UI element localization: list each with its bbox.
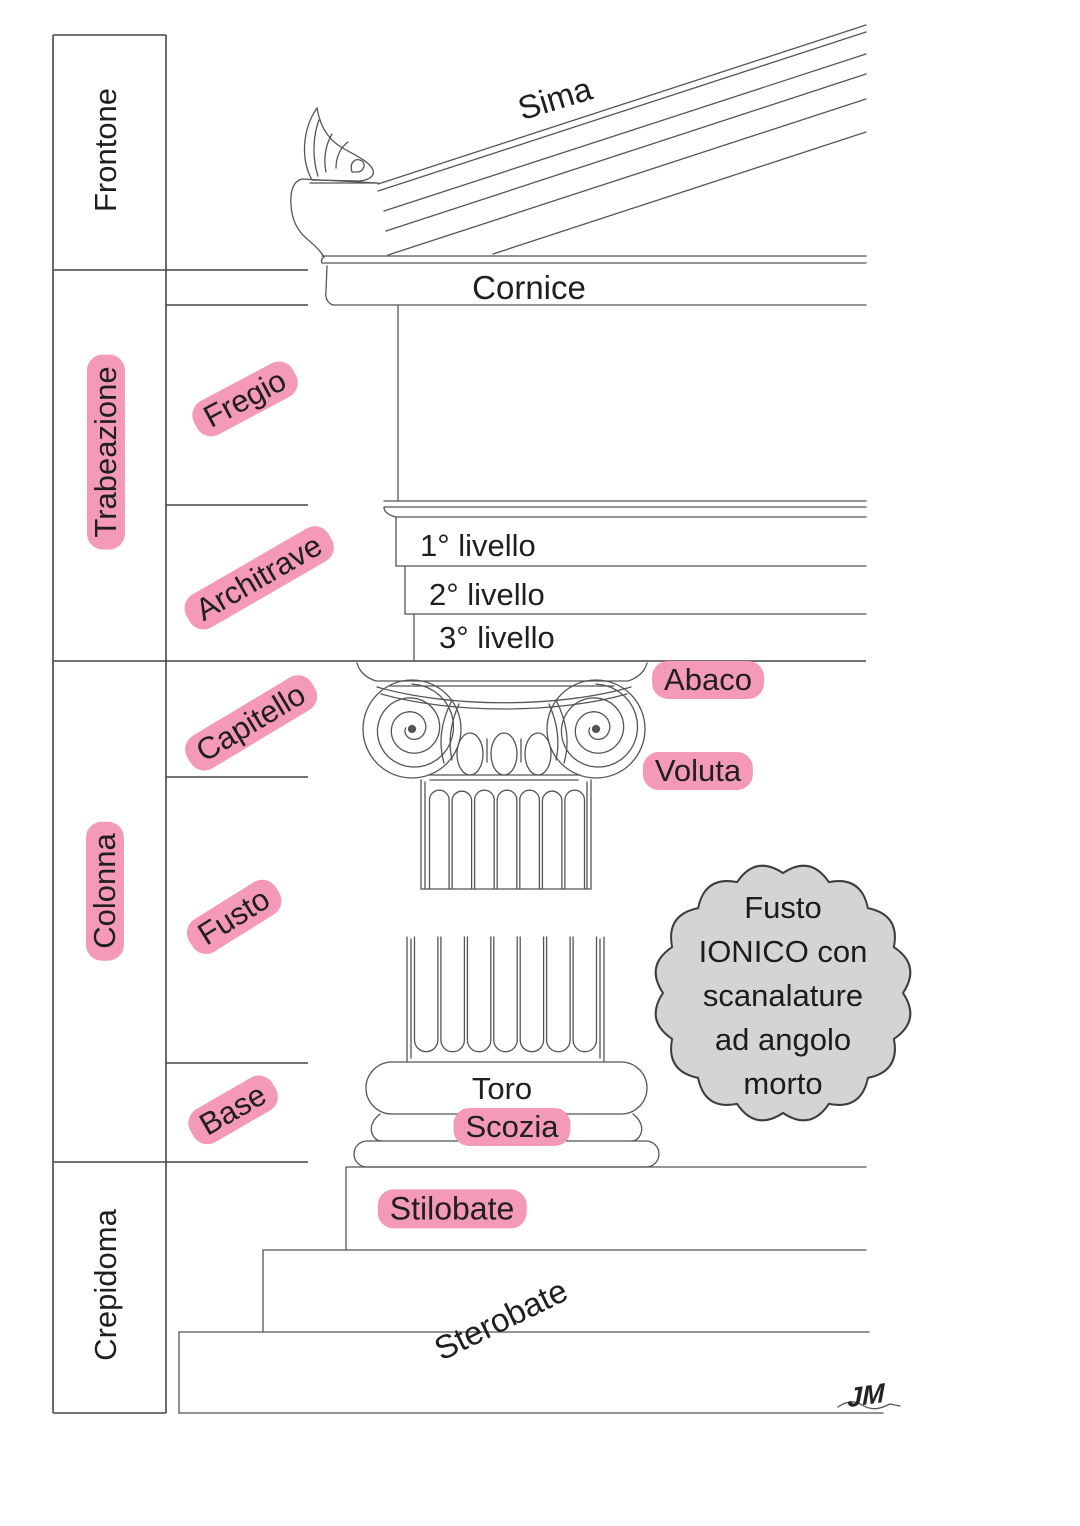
- raking-cornice-end: [290, 178, 379, 258]
- label-frontone: Frontone: [87, 87, 123, 213]
- label-livello-2: 2° livello: [429, 576, 545, 612]
- label-colonna: Colonna: [85, 821, 125, 961]
- badge-line-4: ad angolo: [714, 1022, 852, 1057]
- signature-flourish: [837, 1401, 901, 1410]
- cornice-band: [320, 255, 867, 306]
- architrave-fascias: [395, 516, 867, 661]
- label-voluta: Voluta: [642, 751, 754, 791]
- lower-shaft-flutes: [413, 936, 598, 1053]
- label-trabeazione: Trabeazione: [86, 354, 126, 550]
- upper-shaft-drawing: [420, 779, 592, 890]
- classification-table-lines: [52, 34, 866, 1414]
- volute-left-spiral: [376, 683, 455, 768]
- author-signature: JM: [847, 1377, 885, 1414]
- temple-drawing: [178, 24, 901, 1414]
- label-toro: Toro: [471, 1070, 533, 1106]
- abacus-drawing: [356, 662, 648, 687]
- label-abaco: Abaco: [652, 660, 764, 700]
- badge-line-3: scanalature: [702, 978, 864, 1013]
- architrave-crown: [383, 500, 867, 518]
- label-cornice: Cornice: [472, 268, 586, 306]
- badge-line-5: morto: [743, 1066, 823, 1101]
- label-livello-3: 3° livello: [439, 619, 555, 655]
- upper-shaft-flutes: [428, 789, 586, 890]
- ionic-capital-drawing: [362, 679, 646, 781]
- sima-roof-lines: [377, 24, 867, 256]
- label-stilobate: Stilobate: [377, 1189, 527, 1229]
- volute-right-spiral: [560, 683, 639, 768]
- label-livello-1: 1° livello: [420, 527, 536, 563]
- acroterion-palmette-icon: [303, 106, 375, 182]
- label-crepidoma: Crepidoma: [87, 1209, 123, 1361]
- label-scozia: Scozia: [453, 1107, 571, 1147]
- badge-note: Fusto IONICO con scanalature ad angolo m…: [658, 886, 908, 1106]
- badge-line-1: Fusto: [744, 890, 822, 925]
- crepidoma-steps-drawing: [178, 1166, 884, 1414]
- badge-line-2: IONICO con: [698, 934, 868, 969]
- scalloped-badge: [654, 864, 912, 1122]
- lower-shaft-drawing: [406, 936, 605, 1063]
